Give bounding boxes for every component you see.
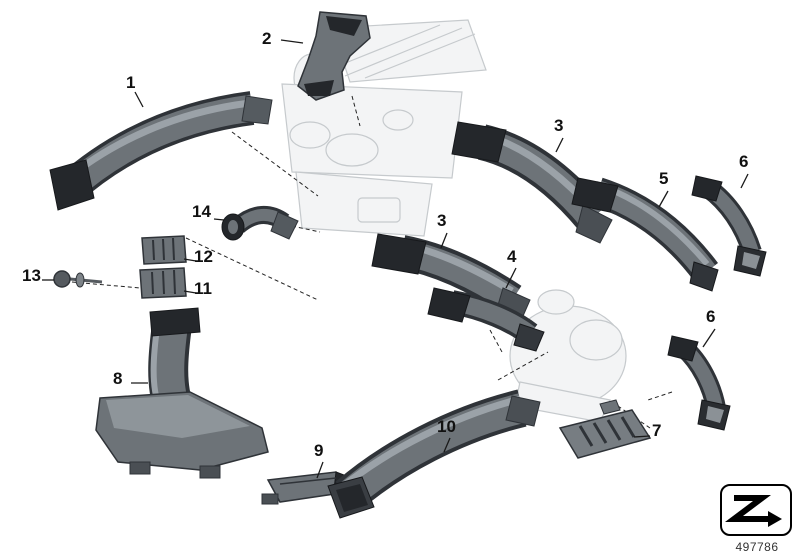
callout-13[interactable]: 13	[22, 266, 41, 285]
callout-10[interactable]: 10	[437, 417, 456, 436]
part-4-duct	[427, 287, 545, 352]
callout-3-center[interactable]: 3	[437, 211, 447, 230]
part-8-duct	[95, 307, 269, 479]
part-11-box	[139, 267, 187, 299]
callout-6-upper[interactable]: 6	[739, 152, 749, 171]
leader-lines	[42, 39, 749, 479]
part-10-duct	[327, 389, 541, 519]
callout-3-right[interactable]: 3	[554, 116, 564, 135]
callout-6-lower[interactable]: 6	[706, 307, 716, 326]
callout-14[interactable]: 14	[192, 202, 211, 221]
callout-9[interactable]: 9	[314, 441, 324, 460]
zigzag-arrow-icon	[725, 495, 782, 527]
part-6-duct-upper	[691, 175, 767, 277]
callout-4[interactable]: 4	[507, 247, 517, 266]
callout-1[interactable]: 1	[126, 73, 136, 92]
part-14-elbow	[221, 206, 299, 241]
part-7-grille	[558, 399, 652, 459]
doc-number: 497786	[735, 540, 779, 554]
part-3-duct-center	[371, 233, 531, 324]
catalog-logo	[720, 484, 792, 536]
part-13-fastener	[53, 270, 103, 288]
part-5-duct	[571, 177, 719, 292]
part-2-duct	[297, 11, 371, 101]
callout-7[interactable]: 7	[652, 421, 662, 440]
part-1-duct	[49, 91, 273, 211]
callout-2[interactable]: 2	[262, 29, 272, 48]
part-6-duct-lower	[667, 335, 731, 431]
callout-5[interactable]: 5	[659, 169, 669, 188]
callout-11[interactable]: 11	[194, 279, 212, 298]
callout-12[interactable]: 12	[194, 247, 213, 266]
part-12-box	[141, 235, 187, 265]
callout-8[interactable]: 8	[113, 369, 123, 388]
